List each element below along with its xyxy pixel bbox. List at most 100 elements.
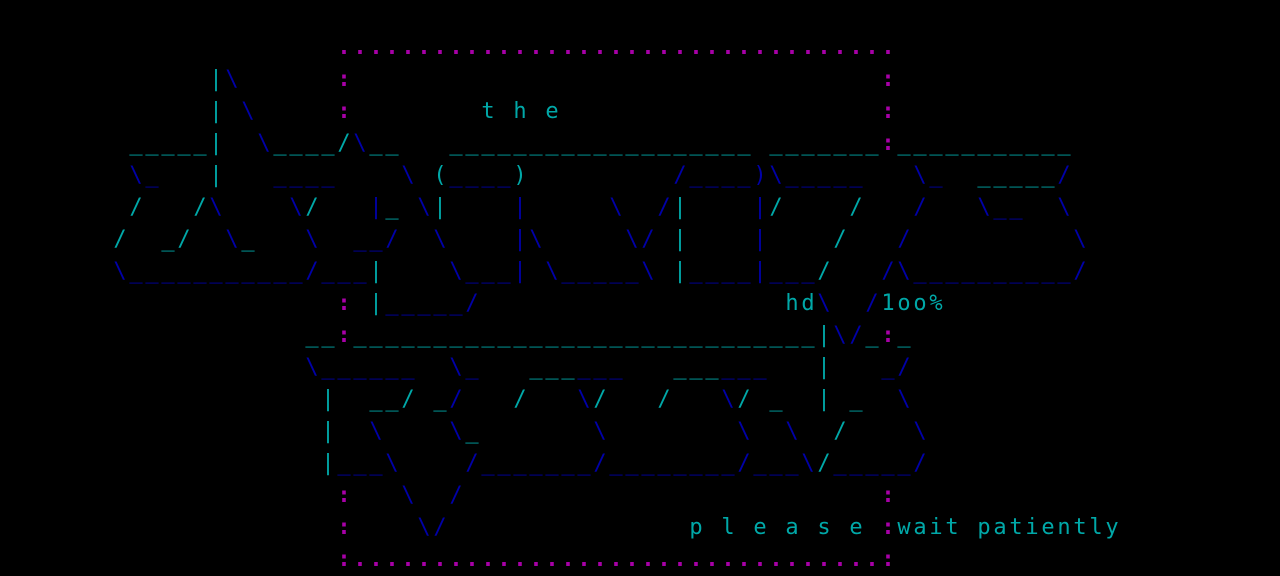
blank-cell — [576, 96, 592, 128]
art-char: | — [673, 195, 687, 220]
text-char: l — [1089, 515, 1103, 540]
art-char: \ — [433, 227, 447, 252]
blank-cell — [384, 64, 400, 96]
art-char: _ — [609, 451, 623, 476]
art-char: / — [865, 291, 879, 316]
art-char: \ — [225, 227, 239, 252]
art-char: / — [657, 387, 671, 412]
blank-cell — [128, 480, 144, 512]
art-char: \ — [401, 483, 415, 508]
art-char: _ — [977, 131, 991, 156]
blank-cell — [688, 384, 704, 416]
blank-cell — [16, 512, 32, 544]
art-char: _ — [385, 291, 399, 316]
art-char: _ — [385, 323, 399, 348]
art-char: _ — [481, 163, 495, 188]
art-char: _ — [481, 259, 495, 284]
art-char: _ — [817, 131, 831, 156]
art-char: _ — [417, 291, 431, 316]
blank-cell — [224, 416, 240, 448]
blank-cell — [304, 480, 320, 512]
art-char: _ — [465, 323, 479, 348]
blank-cell — [736, 192, 752, 224]
art-char: ) — [753, 163, 767, 188]
art-row: \______ \_ ______ ______ | _/ — [0, 352, 1280, 384]
blank-cell — [32, 64, 48, 96]
blank-cell — [16, 64, 32, 96]
blank-cell — [544, 160, 560, 192]
blank-cell — [528, 288, 544, 320]
blank-cell — [592, 480, 608, 512]
art-char: _ — [385, 355, 399, 380]
blank-cell — [656, 64, 672, 96]
blank-cell — [48, 192, 64, 224]
art-char: / — [673, 163, 687, 188]
art-char: _ — [769, 131, 783, 156]
blank-cell — [464, 224, 480, 256]
art-char: / — [513, 387, 527, 412]
dotted-frame-char: . — [433, 35, 447, 60]
art-row: |___\ /_______/________/___\/_____/ — [0, 448, 1280, 480]
art-char: _ — [321, 323, 335, 348]
blank-cell — [128, 64, 144, 96]
blank-cell — [928, 192, 944, 224]
dotted-frame-char: . — [401, 547, 415, 572]
blank-cell — [128, 416, 144, 448]
blank-cell — [384, 416, 400, 448]
blank-cell — [64, 288, 80, 320]
blank-cell — [768, 288, 784, 320]
blank-cell — [144, 480, 160, 512]
blank-cell — [240, 320, 256, 352]
blank-cell — [752, 416, 768, 448]
blank-cell — [224, 192, 240, 224]
blank-cell — [256, 416, 272, 448]
dotted-frame-char: : — [881, 131, 895, 156]
art-row: __:_____________________________|\/_:_ — [0, 320, 1280, 352]
blank-cell — [144, 288, 160, 320]
art-char: _ — [1025, 259, 1039, 284]
art-char: / — [657, 195, 671, 220]
blank-cell — [480, 192, 496, 224]
blank-cell — [704, 224, 720, 256]
blank-cell — [192, 480, 208, 512]
blank-cell — [240, 192, 256, 224]
blank-cell — [96, 416, 112, 448]
dotted-frame-char: . — [705, 547, 719, 572]
blank-cell — [256, 512, 272, 544]
art-char: _ — [513, 131, 527, 156]
art-char: _ — [641, 451, 655, 476]
art-char: _ — [241, 227, 255, 252]
blank-cell — [672, 288, 688, 320]
art-char: _ — [785, 259, 799, 284]
blank-cell — [144, 32, 160, 64]
text-char: a — [993, 515, 1007, 540]
blank-cell — [160, 384, 176, 416]
blank-cell — [272, 512, 288, 544]
dotted-frame-char: : — [881, 323, 895, 348]
blank-cell — [480, 224, 496, 256]
art-char: _ — [337, 355, 351, 380]
art-char: _ — [849, 163, 863, 188]
blank-cell — [576, 416, 592, 448]
dotted-frame-char: . — [577, 35, 591, 60]
blank-cell — [496, 512, 512, 544]
blank-cell — [720, 416, 736, 448]
blank-cell — [96, 320, 112, 352]
art-char: | — [369, 291, 383, 316]
blank-cell — [96, 352, 112, 384]
blank-cell — [304, 64, 320, 96]
art-char: _ — [1025, 163, 1039, 188]
blank-cell — [816, 224, 832, 256]
dotted-frame-char: . — [833, 547, 847, 572]
blank-cell — [0, 416, 16, 448]
art-row: | __/ _/ / \/ / \/ _ | _ \ — [0, 384, 1280, 416]
art-char: _ — [785, 451, 799, 476]
blank-cell — [864, 352, 880, 384]
blank-cell — [0, 224, 16, 256]
blank-cell — [544, 384, 560, 416]
blank-cell — [592, 288, 608, 320]
art-char: _ — [945, 131, 959, 156]
blank-cell — [400, 448, 416, 480]
art-char: _ — [689, 131, 703, 156]
